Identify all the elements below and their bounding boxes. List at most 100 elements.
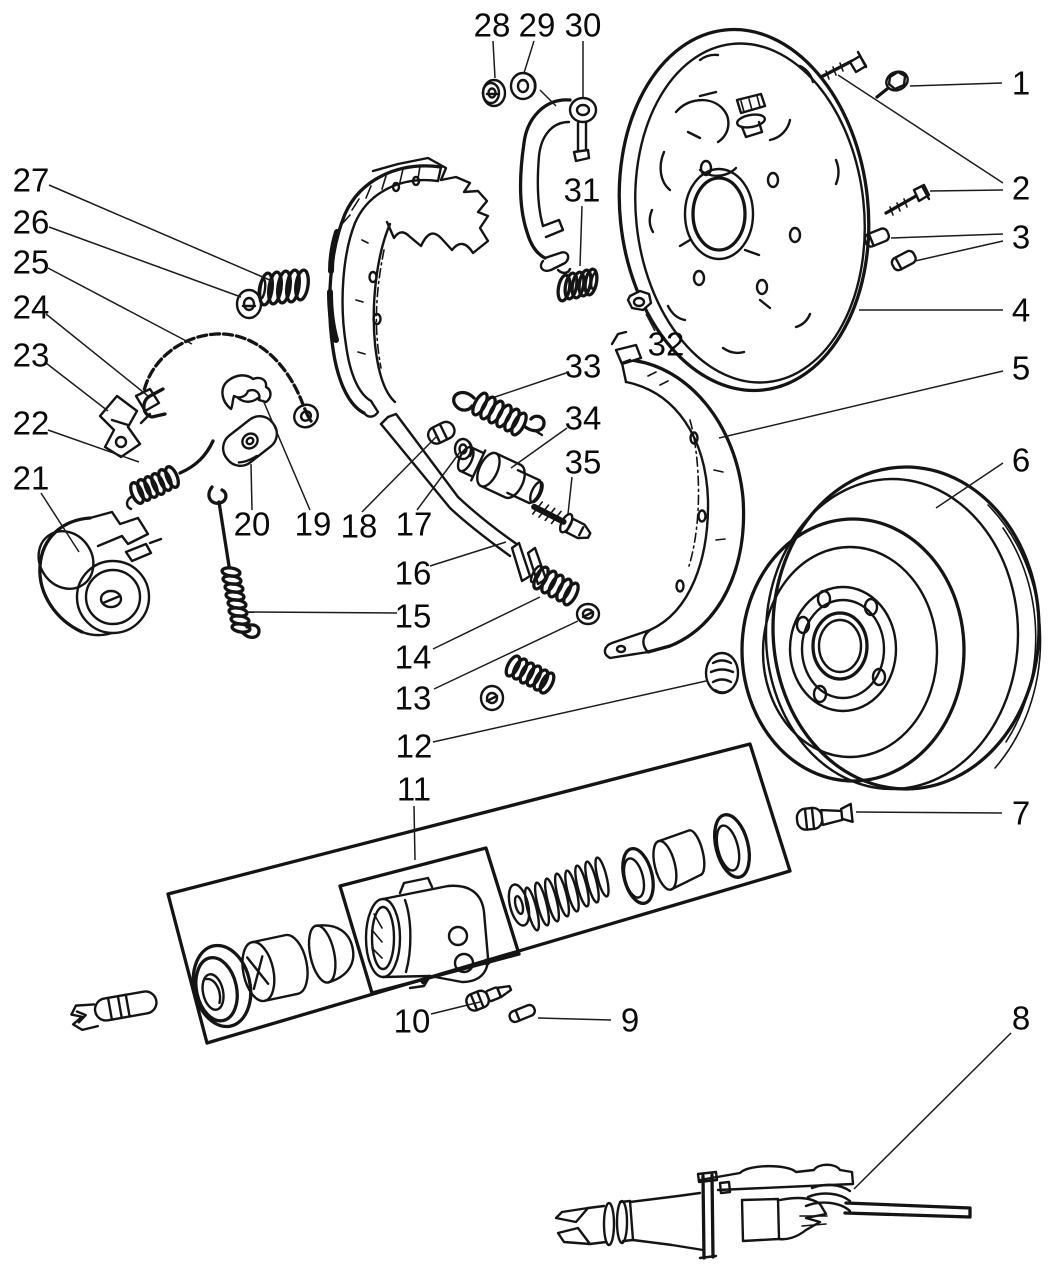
callout-label-22: 22: [13, 405, 50, 442]
bleeder-screw-10: [465, 984, 513, 1012]
callout-label-10: 10: [394, 1003, 431, 1040]
callout-leader-9: [537, 1017, 612, 1021]
mounting-bolt-upper: [819, 50, 868, 80]
callout-leader-5: [718, 370, 1004, 439]
cable-hook-24: [139, 387, 167, 425]
callout-label-12: 12: [396, 728, 433, 765]
callout-label-31: 31: [564, 172, 601, 209]
callout-label-18: 18: [341, 508, 378, 545]
callout-label-17: 17: [396, 506, 433, 543]
kit-wheel-cylinder: [364, 876, 491, 990]
callout-leader-33: [494, 372, 567, 398]
brake-drum: [740, 465, 1042, 791]
cup-dome: [307, 924, 355, 984]
adjuster-screw-35: [531, 501, 592, 540]
callout-label-8: 8: [1012, 1000, 1030, 1037]
callout-leader-35: [567, 476, 573, 515]
callout-label-2: 2: [1012, 170, 1030, 207]
lever-spring-22: [125, 439, 215, 511]
callout-leader-14: [432, 596, 541, 650]
callout-label-9: 9: [621, 1002, 639, 1039]
piston-cup-left: [191, 943, 253, 1029]
callout-leader-27: [48, 184, 273, 282]
callout-leader-22: [47, 429, 140, 463]
hold-down-washer-b: [479, 684, 505, 712]
callout-label-19: 19: [295, 506, 332, 543]
hold-down-washer-13: [575, 602, 601, 626]
mounting-bolt-lower: [884, 183, 931, 216]
callout-leader-29: [539, 89, 557, 107]
callout-label-15: 15: [395, 598, 432, 635]
callout-leader-6: [935, 462, 1004, 509]
callout-leader-32: [645, 313, 656, 332]
backing-plate: [617, 27, 871, 393]
callout-label-34: 34: [565, 400, 602, 437]
piston-right: [652, 829, 706, 891]
callout-leader-16: [429, 541, 507, 567]
callout-leader-26: [48, 226, 242, 298]
brake-shoe-rear: [603, 330, 746, 660]
callout-label-7: 7: [1012, 795, 1030, 832]
adjuster-lever-23: [98, 394, 142, 459]
callout-leader-23: [45, 362, 109, 412]
lever-spring-31: [556, 267, 599, 303]
callout-label-21: 21: [13, 460, 50, 497]
callout-label-35: 35: [565, 444, 602, 481]
callout-label-24: 24: [13, 289, 50, 326]
callout-leader-10: [430, 1001, 481, 1015]
callout-label-28: 28: [474, 7, 511, 44]
callout-label-13: 13: [395, 680, 432, 717]
callout-label-6: 6: [1012, 442, 1030, 479]
callout-leader-25: [47, 267, 193, 345]
callout-leader-12: [432, 680, 707, 743]
callout-label-30: 30: [565, 7, 602, 44]
access-plug-12: [704, 651, 740, 695]
brake-shoe-front: [327, 156, 490, 418]
callout-label-27: 27: [13, 162, 50, 199]
callout-label-20: 20: [234, 506, 271, 543]
callout-label-3: 3: [1012, 219, 1030, 256]
callout-label-14: 14: [395, 639, 432, 676]
kit-spring: [507, 856, 610, 932]
callout-label-16: 16: [395, 555, 432, 592]
callout-label-5: 5: [1012, 350, 1030, 387]
callout-label-26: 26: [13, 204, 50, 241]
park-brake-lever-30: [518, 96, 598, 275]
anchor-nut-32: [626, 289, 653, 312]
adjuster-cable-25: [134, 332, 319, 429]
callout-leader-2: [837, 74, 1004, 184]
callout-leader-21: [40, 492, 80, 553]
callout-leader-18: [361, 436, 437, 513]
pivot-plate-20: [221, 415, 279, 467]
callout-leader-28: [492, 40, 496, 79]
lever-washer-28: [481, 78, 507, 108]
callout-layer: 1234567891011121314151617181920212223242…: [13, 7, 1030, 1190]
retainer-pin-b: [890, 249, 917, 272]
callout-leader-13: [433, 620, 579, 690]
callout-leader-3: [890, 233, 1004, 239]
callout-label-11: 11: [397, 771, 431, 808]
wheel-cylinder-21: [37, 510, 163, 637]
return-spring-33: [452, 390, 546, 437]
diagram-art: [37, 27, 1042, 1260]
piston-cup-mid: [621, 846, 655, 906]
adjuster-socket-34: [456, 445, 544, 505]
callout-leader-17: [416, 451, 461, 511]
cylinder-kit-box: [338, 846, 521, 995]
shoe-guide-clip-19: [221, 374, 272, 411]
hold-down-spring-b: [504, 654, 556, 695]
callout-label-32: 32: [648, 326, 685, 363]
callout-label-25: 25: [13, 244, 50, 281]
lever-washer-29: [509, 71, 537, 101]
callout-label-1: 1: [1012, 65, 1030, 102]
hold-down-washer-26: [235, 288, 263, 320]
callout-leader-34: [510, 427, 568, 469]
callout-label-33: 33: [565, 348, 602, 385]
self-adjuster-8: [554, 1163, 972, 1260]
callout-label-4: 4: [1012, 292, 1030, 329]
pivot-nut-18: [426, 420, 456, 445]
callout-leader-2: [929, 189, 1004, 192]
callout-leader-31: [579, 205, 583, 267]
